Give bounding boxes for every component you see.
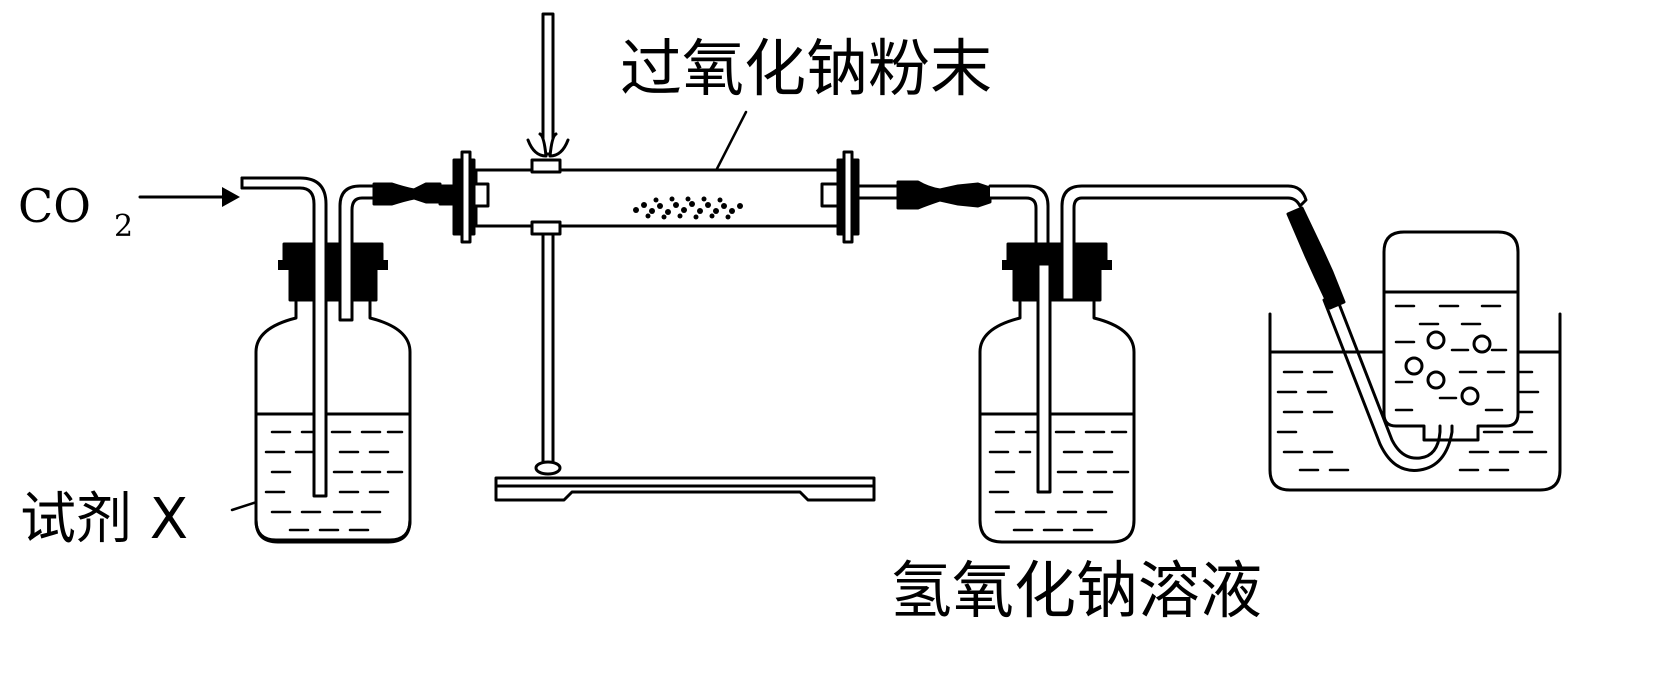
trough-rubber-joint bbox=[1286, 206, 1346, 310]
reagent-x-label: 试剂 X bbox=[20, 487, 188, 552]
stand-rod-foot bbox=[534, 460, 562, 476]
wash-bottle-naoh bbox=[856, 180, 1308, 544]
naoh-liquid-hatch bbox=[988, 430, 1130, 532]
collection-bottle-water-hatch bbox=[1394, 304, 1508, 412]
powder-label: 过氧化钠粉末 bbox=[620, 32, 992, 105]
sodium-peroxide-powder bbox=[633, 196, 743, 220]
naoh-solution-label: 氢氧化钠溶液 bbox=[890, 554, 1262, 627]
co2-inlet-label: CO 2 bbox=[18, 179, 133, 244]
reagent-x-inlet-tube bbox=[240, 176, 328, 498]
co2-label-subscript: 2 bbox=[114, 209, 133, 244]
naoh-outlet-tube bbox=[1060, 184, 1308, 302]
delivery-tube bbox=[1322, 294, 1454, 472]
gas-collection-trough bbox=[1268, 206, 1562, 492]
gas-bubbles bbox=[1404, 330, 1492, 406]
stand-base bbox=[494, 476, 876, 502]
co2-arrow bbox=[138, 187, 240, 207]
naoh-inlet-tube bbox=[1036, 262, 1052, 494]
reagent-x-rubber-joint bbox=[372, 182, 442, 206]
collection-bottle bbox=[1382, 230, 1520, 442]
reagent-x-stopper bbox=[282, 242, 384, 302]
naoh-stopper bbox=[1006, 242, 1108, 302]
stand-clamp-jaw bbox=[526, 132, 570, 158]
naoh-rubber-joint bbox=[896, 180, 992, 210]
stand-rod-upper bbox=[541, 12, 555, 156]
stand-rod-lower bbox=[541, 224, 555, 468]
iron-stand bbox=[494, 12, 876, 502]
wash-bottle-reagent-x bbox=[240, 176, 442, 544]
reagent-x-liquid-hatch bbox=[264, 430, 404, 532]
reaction-tube bbox=[438, 150, 860, 244]
co2-label-main: CO bbox=[18, 179, 91, 233]
